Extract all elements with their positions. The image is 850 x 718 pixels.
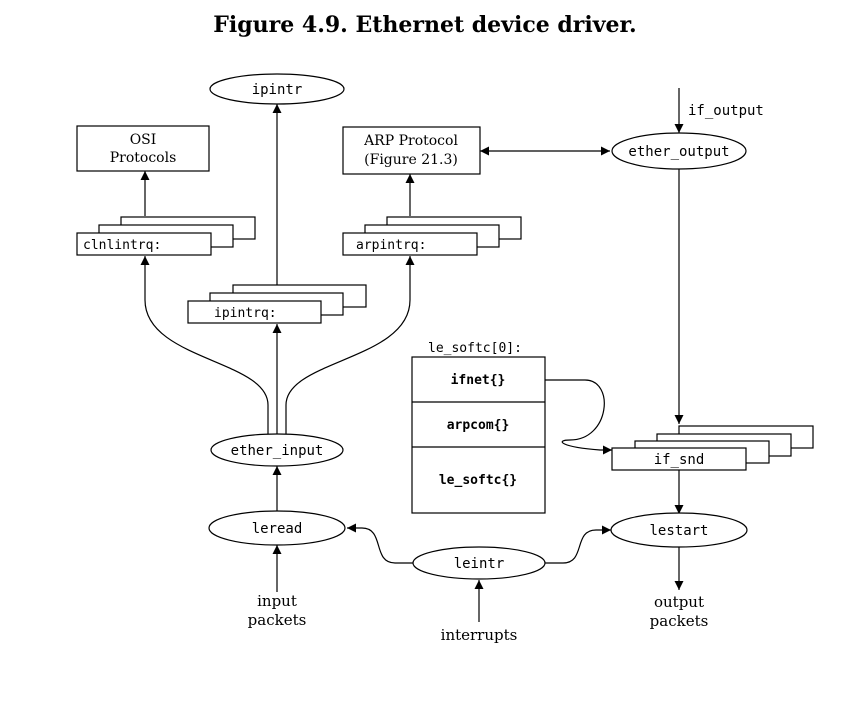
arp-label-line2: (Figure 21.3) (364, 152, 458, 168)
arrow-to-arpintrq (285, 256, 415, 434)
le-softc-label: le_softc{} (439, 473, 517, 488)
osi-label-line1: OSI (130, 132, 157, 148)
if-snd-queue: if_snd (611, 425, 814, 471)
arrow-leintr-to-leread (347, 523, 413, 564)
connectors (140, 88, 684, 622)
arrow-leintr-to-lestart (545, 525, 611, 564)
output-packets-line1: output (654, 593, 704, 611)
leread-label: leread (252, 521, 303, 537)
ether-input-label: ether_input (231, 443, 324, 459)
ipintr-label: ipintr (252, 82, 303, 98)
clnlintrq-label: clnlintrq: (83, 238, 161, 253)
le-softc-structure: ifnet{} arpcom{} le_softc{} (411, 356, 546, 514)
ether-input-node: ether_input (210, 433, 344, 467)
ipintr-node: ipintr (209, 73, 345, 105)
arpintrq-queue: arpintrq: (342, 216, 522, 256)
lestart-label: lestart (649, 523, 708, 539)
ether-output-node: ether_output (611, 132, 747, 170)
ipintrq-label: ipintrq: (214, 306, 277, 321)
output-packets-line2: packets (650, 612, 709, 630)
figure-title: Figure 4.9. Ethernet device driver. (213, 12, 636, 38)
ether-output-label: ether_output (628, 144, 729, 160)
interrupts-label: interrupts (441, 626, 518, 644)
osi-label-line2: Protocols (110, 150, 177, 166)
arpintrq-label: arpintrq: (356, 238, 426, 253)
ipintrq-queue: ipintrq: (187, 284, 367, 324)
arp-protocol-box: ARP Protocol (Figure 21.3) (342, 126, 481, 175)
if-output-label: if_output (688, 103, 764, 119)
clnlintrq-queue: clnlintrq: (76, 216, 256, 256)
leintr-label: leintr (454, 556, 505, 572)
leintr-node: leintr (412, 546, 546, 580)
arp-label-line1: ARP Protocol (363, 133, 458, 149)
input-packets-line2: packets (248, 611, 307, 629)
ifnet-label: ifnet{} (451, 373, 506, 388)
arpcom-label: arpcom{} (447, 418, 510, 433)
arrow-to-clnlintrq (140, 256, 269, 434)
osi-protocols-box: OSI Protocols (76, 125, 210, 172)
leread-node: leread (208, 510, 346, 546)
if-snd-label: if_snd (654, 452, 705, 468)
input-packets-line1: input (257, 592, 297, 610)
arrow-ifnet-to-if-snd (545, 379, 612, 455)
lestart-node: lestart (610, 512, 748, 548)
le-softc-array-label: le_softc[0]: (428, 341, 522, 356)
